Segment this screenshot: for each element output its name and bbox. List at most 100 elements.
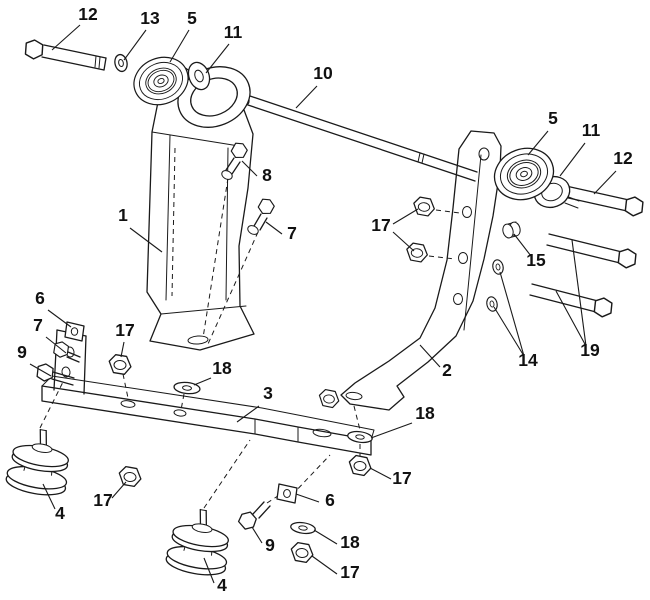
nut-part17-left [107,353,133,399]
bolt-part7-left [51,339,81,363]
callout-9-18: 9 [17,342,27,362]
callout-18-26: 18 [340,532,360,552]
leader-line-9-18-0 [29,363,52,377]
mount-part4-bottom [165,508,229,576]
callout-11-9: 11 [582,120,601,140]
leader-line-6-16-0 [47,309,72,328]
callout-2-15: 2 [442,360,452,380]
bolt-part7-upper [247,195,278,235]
callout-17-23: 17 [93,490,112,510]
bolt-right-upper [563,185,646,219]
leader-line-7-17-0 [45,336,67,354]
leader-line-4-28-0 [203,557,215,584]
nut-part17-bottom [289,541,315,564]
callout-1-7: 1 [118,205,128,225]
callout-19-14: 19 [580,340,600,360]
callout-8-5: 8 [262,165,272,185]
callout-14-13: 14 [518,350,538,370]
callout-4-28: 4 [217,575,227,595]
leader-line-17-11-1 [392,231,415,252]
leader-line-19-14-0 [571,239,587,347]
leader-line-5-2-0 [169,29,190,63]
assembly-axis-bottom-bolt [291,454,331,496]
leader-line-8-5-0 [241,160,258,177]
bracket-right-part2 [340,130,502,411]
leader-line-12-10-0 [593,170,617,195]
leader-line-5-8-0 [527,130,549,156]
leader-line-10-4-0 [295,85,318,109]
leader-line-15-12-0 [513,233,532,257]
spacer-part15 [502,221,521,239]
bolt-head-icon [622,194,646,219]
bolt-part9-bottom [235,491,285,533]
callout-6-25: 6 [325,490,335,510]
nut-part17-near-left-mount [117,465,143,488]
rod-part10 [242,94,478,182]
callout-5-2: 5 [187,8,197,28]
leader-line-18-26-0 [313,529,338,545]
leader-line-17-23-0 [111,481,127,499]
bolt-right-lower [529,283,615,320]
leader-line-11-3-0 [205,43,230,74]
bolt-head-icon [23,38,46,61]
callout-7-17: 7 [33,315,43,335]
callout-18-20: 18 [212,358,232,378]
callout-7-6: 7 [287,223,297,243]
washers-part14 [484,258,506,313]
callout-12-10: 12 [613,148,633,168]
callout-12-0: 12 [78,4,98,24]
leader-line-12-0-0 [51,24,81,51]
bolt-part8 [221,139,251,180]
callout-15-12: 15 [526,250,546,270]
leader-line-11-9-0 [559,142,586,177]
leader-line-17-30-0 [369,467,392,480]
callout-11-3: 11 [224,22,243,42]
leader-line-7-6-0 [265,221,283,235]
bolt-head-icon [255,195,278,218]
leader-line-17-27-0 [311,555,338,575]
leader-line-6-25-0 [295,493,320,503]
callout-17-19: 17 [115,320,134,340]
leader-line-4-22-0 [42,483,56,510]
leader-line-17-11-0 [392,208,419,225]
square-washer-part6-bottom [276,483,298,504]
leader-line-18-20-0 [193,377,212,386]
leader-line-14-13-0 [499,271,525,357]
callout-18-29: 18 [415,403,435,423]
leader-line-9-24-0 [251,526,263,544]
bolt-right-middle [546,233,639,271]
nut-part17-right-lower [347,444,373,477]
leader-line-3-21-0 [236,405,260,423]
callout-9-24: 9 [265,535,275,555]
washer-part18-mid [172,380,202,411]
nuts-part17-right [405,196,461,264]
leader-line-18-29-0 [370,422,413,439]
ring-boss-left [177,66,251,128]
callout-10-4: 10 [313,63,333,83]
washer-part18-right [346,405,374,445]
callout-17-27: 17 [340,562,359,582]
leader-line-2-15-0 [419,344,441,368]
callout-3-21: 3 [263,383,273,403]
leader-line-13-1-0 [123,29,147,61]
assembly-axis-bottom-mount [203,439,251,509]
mount-part4-left [5,428,69,496]
leader-line-14-13-1 [493,306,525,357]
nut-part17-crossmember-top [317,388,341,409]
bolt-part9-left [34,361,75,386]
leader-line-17-19-0 [120,341,125,358]
callout-4-22: 4 [55,503,65,523]
bolt-part12-left [23,38,107,71]
callout-17-11: 17 [371,215,390,235]
bolt-head-icon [235,508,260,533]
spacer-part11-left [187,61,211,91]
leader-line-19-14-1 [555,290,587,347]
leader-line-1-7-0 [129,227,163,253]
callout-6-16: 6 [35,288,45,308]
washer-part18-bottom [289,520,317,536]
callout-17-30: 17 [392,468,411,488]
callout-13-1: 13 [140,8,160,28]
